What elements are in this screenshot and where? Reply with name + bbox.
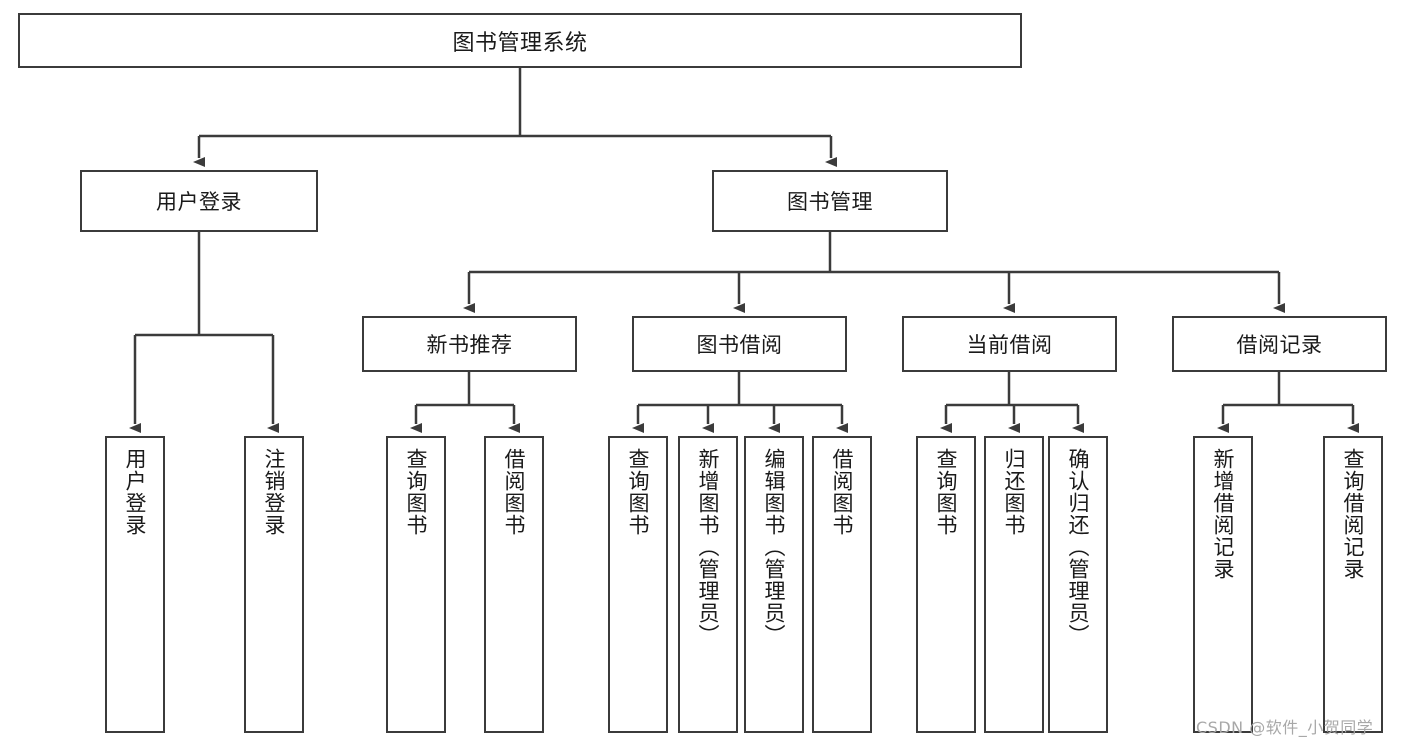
leaf-label: 新增借阅记录	[1211, 448, 1236, 580]
node-leaf-current-query[interactable]: 查询图书	[916, 436, 976, 733]
leaf-label: 编辑图书（管理员）	[762, 448, 787, 646]
leaf-label: 查询图书	[404, 448, 429, 536]
leaf-label: 借阅图书	[830, 448, 855, 536]
node-book-borrow[interactable]: 图书借阅	[632, 316, 847, 372]
node-leaf-borrow-lend[interactable]: 借阅图书	[812, 436, 872, 733]
node-leaf-rec-query[interactable]: 查询图书	[386, 436, 446, 733]
leaf-label: 查询图书	[934, 448, 959, 536]
node-leaf-current-return[interactable]: 归还图书	[984, 436, 1044, 733]
leaf-label: 查询借阅记录	[1341, 448, 1366, 580]
node-borrow-record[interactable]: 借阅记录	[1172, 316, 1387, 372]
node-current-borrow[interactable]: 当前借阅	[902, 316, 1117, 372]
node-leaf-rec-borrow[interactable]: 借阅图书	[484, 436, 544, 733]
node-leaf-user-login[interactable]: 用户登录	[105, 436, 165, 733]
node-leaf-borrow-query[interactable]: 查询图书	[608, 436, 668, 733]
watermark-credit: CSDN @软件_小贺同学	[1196, 718, 1374, 737]
node-new-book-rec[interactable]: 新书推荐	[362, 316, 577, 372]
node-root-title[interactable]: 图书管理系统	[18, 13, 1022, 68]
node-user-login[interactable]: 用户登录	[80, 170, 318, 232]
leaf-label: 归还图书	[1002, 448, 1027, 536]
leaf-label: 注销登录	[262, 448, 287, 536]
node-book-manage[interactable]: 图书管理	[712, 170, 948, 232]
node-leaf-user-logout[interactable]: 注销登录	[244, 436, 304, 733]
leaf-label: 确认归还（管理员）	[1066, 448, 1091, 646]
node-leaf-borrow-add[interactable]: 新增图书（管理员）	[678, 436, 738, 733]
node-leaf-record-query[interactable]: 查询借阅记录	[1323, 436, 1383, 733]
node-leaf-borrow-edit[interactable]: 编辑图书（管理员）	[744, 436, 804, 733]
node-leaf-current-confirm[interactable]: 确认归还（管理员）	[1048, 436, 1108, 733]
leaf-label: 用户登录	[123, 448, 148, 536]
node-leaf-record-add[interactable]: 新增借阅记录	[1193, 436, 1253, 733]
leaf-label: 新增图书（管理员）	[696, 448, 721, 646]
leaf-label: 查询图书	[626, 448, 651, 536]
leaf-label: 借阅图书	[502, 448, 527, 536]
